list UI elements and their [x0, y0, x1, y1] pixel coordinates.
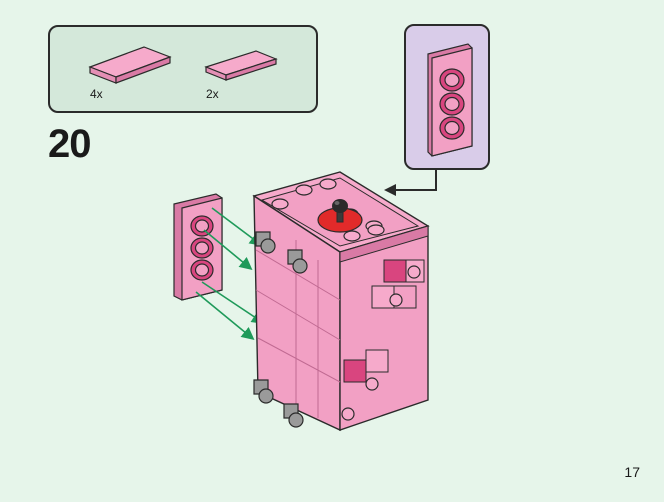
- assembly-direction-arrows: [195, 207, 265, 341]
- loose-panel-assembly: [173, 193, 223, 301]
- part-quantity: 2x: [206, 87, 219, 101]
- parts-list-box: 4x 2x: [48, 25, 318, 113]
- joystick-knob: [332, 199, 348, 213]
- step-number: 20: [48, 122, 91, 166]
- pink-tile-part-icon: [88, 46, 172, 84]
- three-round-plate-assembly-icon: [427, 43, 473, 157]
- main-build-model: [252, 171, 430, 432]
- sub-assembly-callout: [404, 24, 490, 170]
- callout-pointer-arrow: [384, 170, 437, 196]
- page-number: 17: [624, 464, 640, 480]
- part-quantity: 4x: [90, 87, 103, 101]
- pink-tile-long-part-icon: [204, 50, 278, 81]
